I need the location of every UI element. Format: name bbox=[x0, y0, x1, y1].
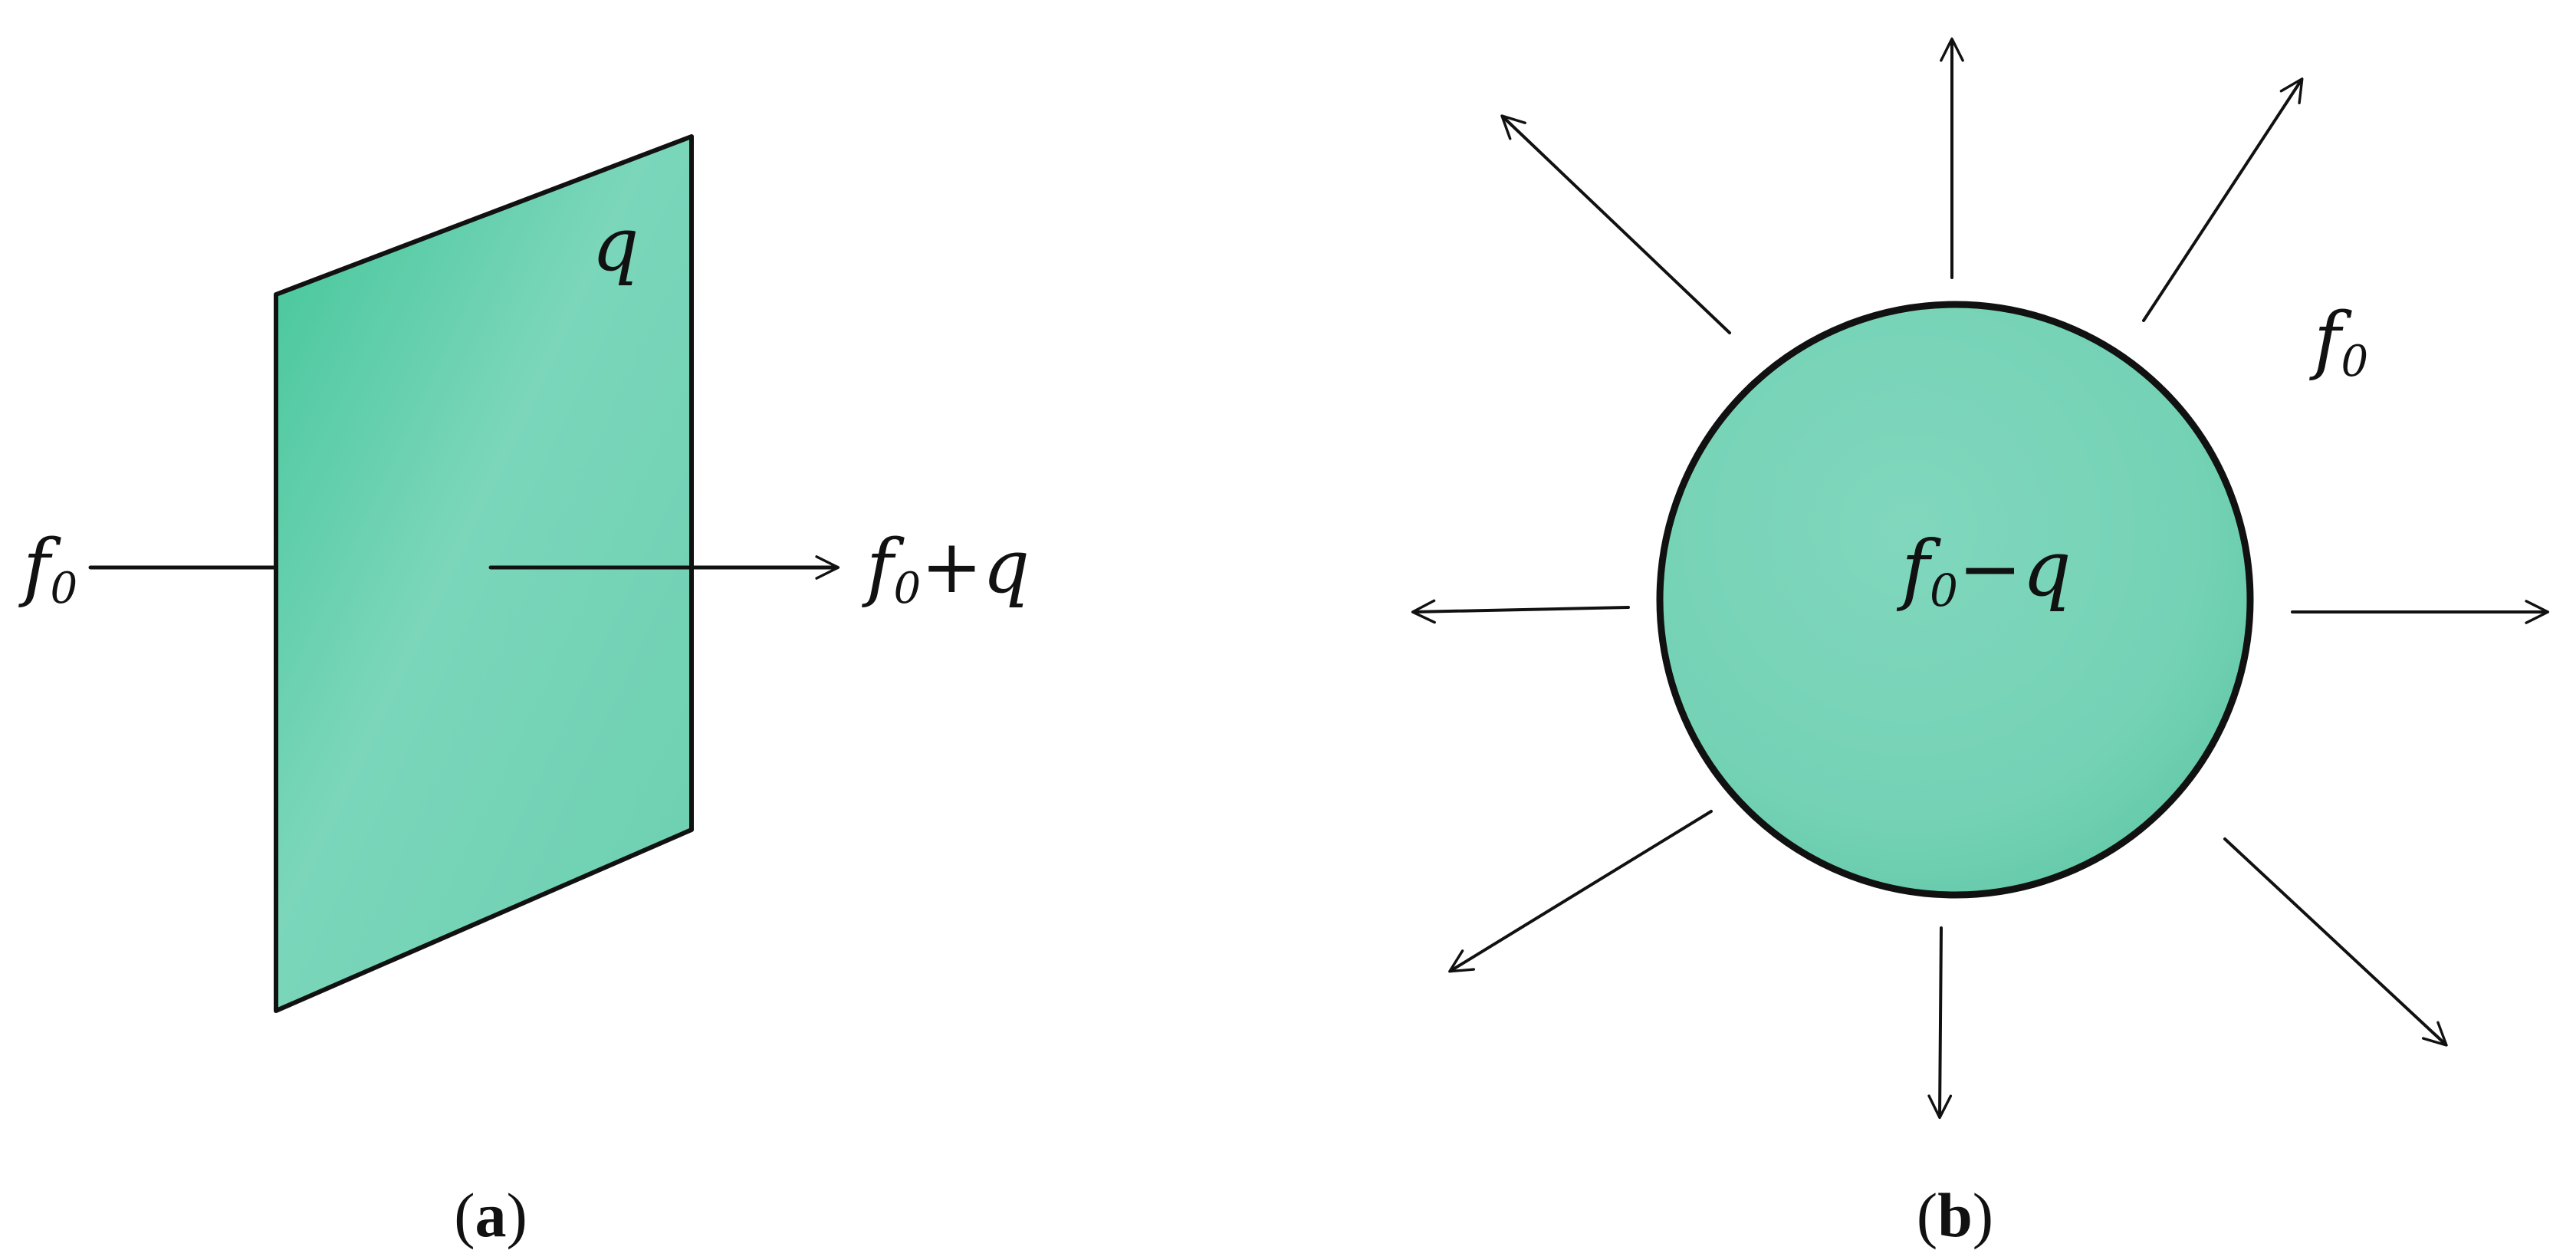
sphere-outside-subscript: 0 bbox=[2341, 337, 2369, 387]
incoming-flux-subscript: 0 bbox=[51, 564, 78, 613]
incoming-flux-label: f0 bbox=[18, 524, 77, 613]
radial-arrow-down-right bbox=[2223, 837, 2448, 1047]
radial-arrow-down-left bbox=[1448, 810, 1713, 973]
panel-a-caption-open: ( bbox=[454, 1180, 475, 1250]
panel-b-caption: (b) bbox=[1917, 1180, 1993, 1250]
sphere-inside-subscript: 0 bbox=[1930, 564, 1958, 617]
radial-arrow-down bbox=[1927, 926, 1953, 1120]
outgoing-flux-suffix: +q bbox=[921, 524, 1030, 610]
panel-a-caption: (a) bbox=[454, 1180, 527, 1250]
charged-sheet bbox=[274, 134, 694, 1013]
outgoing-flux-label: f0+q bbox=[862, 524, 1030, 613]
charged-sphere bbox=[1656, 301, 2254, 899]
sphere-outside-label: f0 bbox=[2309, 297, 2368, 387]
panel-a-caption-letter: a bbox=[475, 1180, 507, 1250]
panel-a: q f0 f0+q (a) bbox=[18, 134, 1030, 1250]
panel-a-caption-close: ) bbox=[507, 1180, 527, 1250]
panel-b: f0−q f0 (b) bbox=[1411, 37, 2550, 1250]
sphere-inside-suffix: −q bbox=[1958, 524, 2072, 613]
radial-arrow-up-right bbox=[2142, 77, 2304, 322]
outgoing-flux-subscript: 0 bbox=[894, 564, 922, 613]
panel-b-caption-letter: b bbox=[1937, 1180, 1973, 1250]
sheet-charge-label: q bbox=[592, 202, 639, 288]
sphere-inside-label: f0−q bbox=[1896, 524, 2072, 617]
panel-b-caption-open: ( bbox=[1917, 1180, 1937, 1250]
radial-arrow-left bbox=[1411, 599, 1630, 624]
panel-b-caption-close: ) bbox=[1973, 1180, 1993, 1250]
radial-arrow-up-left bbox=[1500, 114, 1731, 334]
